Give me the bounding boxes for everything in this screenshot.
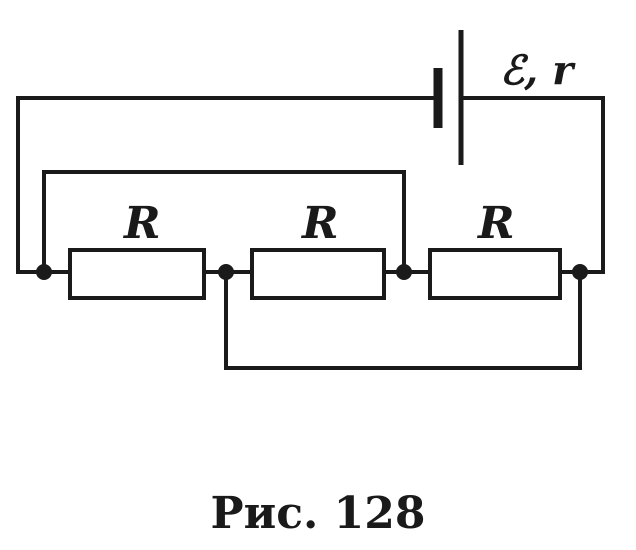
resistor-2 [250, 248, 386, 300]
wire-outer-top-right [459, 96, 605, 272]
junction-node-d [572, 264, 588, 280]
junction-node-c [396, 264, 412, 280]
wire-outer-top-left [16, 96, 440, 272]
resistor-1 [68, 248, 206, 300]
resistor-1-label: R [122, 198, 161, 249]
wire-lower-bypass [224, 270, 582, 370]
junction-node-a [36, 264, 52, 280]
figure-caption: Рис. 128 [211, 488, 426, 539]
junction-node-b [218, 264, 234, 280]
wire-upper-bypass [42, 170, 406, 274]
resistor-3 [428, 248, 562, 300]
battery-label: ℰ, r [500, 47, 576, 94]
resistor-2-label: R [300, 198, 339, 249]
resistor-3-label: R [476, 198, 515, 249]
